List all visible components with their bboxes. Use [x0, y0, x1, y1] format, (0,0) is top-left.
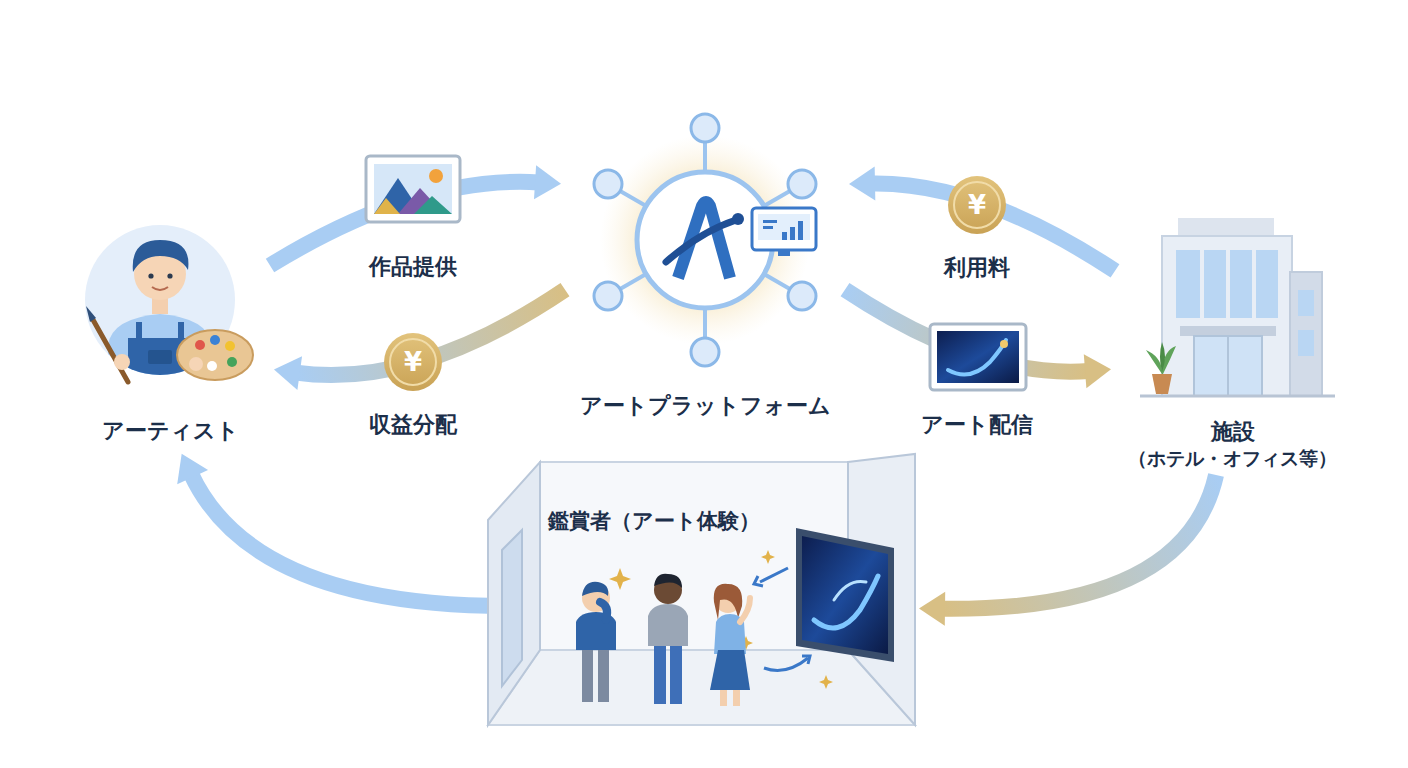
viewing-room: [488, 454, 915, 725]
arrow-head: [534, 165, 561, 199]
edge-label: アート配信: [915, 409, 1039, 441]
artist-illustration: [85, 225, 253, 400]
flow-arrow: [919, 475, 1216, 626]
arrow-shaft: [191, 474, 488, 606]
flow-arrow: [845, 290, 1111, 389]
arrow-shaft: [941, 475, 1216, 609]
flow-arrow: [177, 454, 488, 606]
artist-node: アーティスト: [70, 225, 270, 450]
arrow-head: [177, 454, 208, 485]
currency-symbol: ¥: [968, 192, 986, 218]
edge-label: 作品提供: [363, 251, 463, 283]
arrow-head: [849, 167, 875, 201]
viewer-room-node: 鑑賞者（アート体験）: [488, 450, 915, 728]
artwork-icon: [366, 156, 460, 222]
screen-icon: [930, 324, 1026, 390]
edge-label: 利用料: [938, 252, 1016, 284]
node-label: 鑑賞者（アート体験）: [548, 508, 760, 535]
flow-arrow: [274, 290, 565, 390]
arrow-head: [919, 592, 945, 626]
node-label: アーティスト: [102, 417, 239, 446]
facility-node: 施設（ホテル・オフィス等）: [1115, 210, 1350, 475]
yen-coin: [384, 176, 1006, 391]
arrow-head: [1084, 354, 1111, 388]
node-sublabel: （ホテル・オフィス等）: [1128, 446, 1337, 471]
node-label: 施設: [1211, 418, 1255, 447]
platform-node: アートプラットフォーム: [565, 95, 845, 425]
platform-hub: [594, 114, 816, 366]
arrow-head: [274, 356, 302, 390]
facility-building: [1140, 218, 1335, 396]
currency-symbol: ¥: [404, 349, 422, 375]
node-label: アートプラットフォーム: [580, 392, 831, 421]
edge-label: 収益分配: [363, 409, 463, 441]
